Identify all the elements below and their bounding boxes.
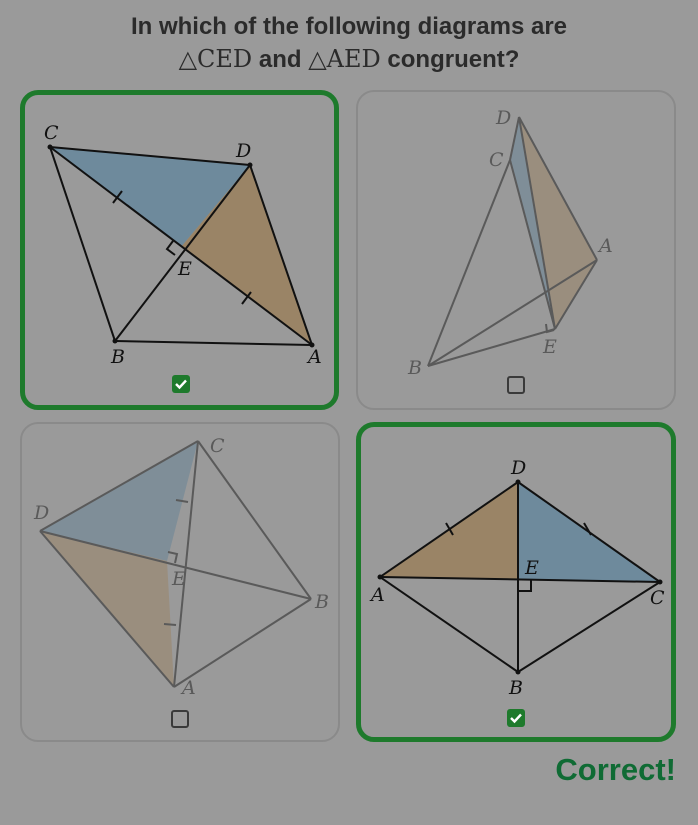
question-and: and [258, 46, 302, 73]
option-checkbox-2[interactable] [507, 376, 525, 394]
question-line-1: In which of the following diagrams are [130, 13, 568, 40]
diagram-4: D E A C B [369, 457, 665, 699]
option-card-1[interactable]: C D E B A [20, 90, 339, 410]
label-e: E [177, 258, 192, 280]
question-text: In which of the following diagrams are △… [0, 10, 698, 76]
label-a: A [597, 235, 613, 257]
triangle-ced-fill [510, 117, 555, 329]
label-b: B [314, 591, 329, 613]
label-e: E [171, 568, 186, 590]
triangle-aed-fill [181, 165, 312, 345]
triangle-aed-fill [519, 117, 597, 329]
label-b: B [407, 357, 422, 379]
label-a: A [180, 677, 196, 699]
label-d: D [495, 107, 511, 129]
triangle-ced-fill [40, 441, 198, 561]
label-d: D [510, 457, 526, 479]
label-e: E [524, 557, 539, 579]
triangle-aed: △AED [308, 45, 381, 73]
label-a: A [306, 346, 322, 368]
label-c: C [44, 122, 59, 144]
label-b: B [110, 346, 125, 368]
label-d: D [33, 502, 49, 524]
question-line-2: △CED and △AED congruent? [0, 43, 698, 76]
triangle-ced-fill [50, 147, 250, 247]
check-icon [510, 713, 522, 724]
result-message: Correct! [555, 752, 676, 787]
label-c: C [210, 435, 225, 457]
option-checkbox-1[interactable] [172, 375, 190, 393]
label-c: C [650, 587, 665, 609]
diagram-2: D C A E B [407, 107, 613, 379]
label-b: B [508, 677, 523, 699]
option-card-4[interactable]: D E A C B [356, 422, 676, 742]
diagram-1: C D E B A [44, 122, 322, 368]
label-e: E [542, 336, 557, 358]
diagram-3: C D E B A [33, 435, 329, 699]
label-c: C [489, 149, 504, 171]
option-card-3[interactable]: C D E B A [20, 422, 340, 742]
check-icon [175, 379, 187, 390]
triangle-ced: △CED [178, 45, 253, 73]
question-suffix: congruent? [387, 46, 520, 73]
label-d: D [235, 140, 251, 162]
label-a: A [369, 584, 385, 606]
option-card-2[interactable]: D C A E B [356, 90, 676, 410]
option-checkbox-3[interactable] [171, 710, 189, 728]
option-checkbox-4[interactable] [507, 709, 525, 727]
